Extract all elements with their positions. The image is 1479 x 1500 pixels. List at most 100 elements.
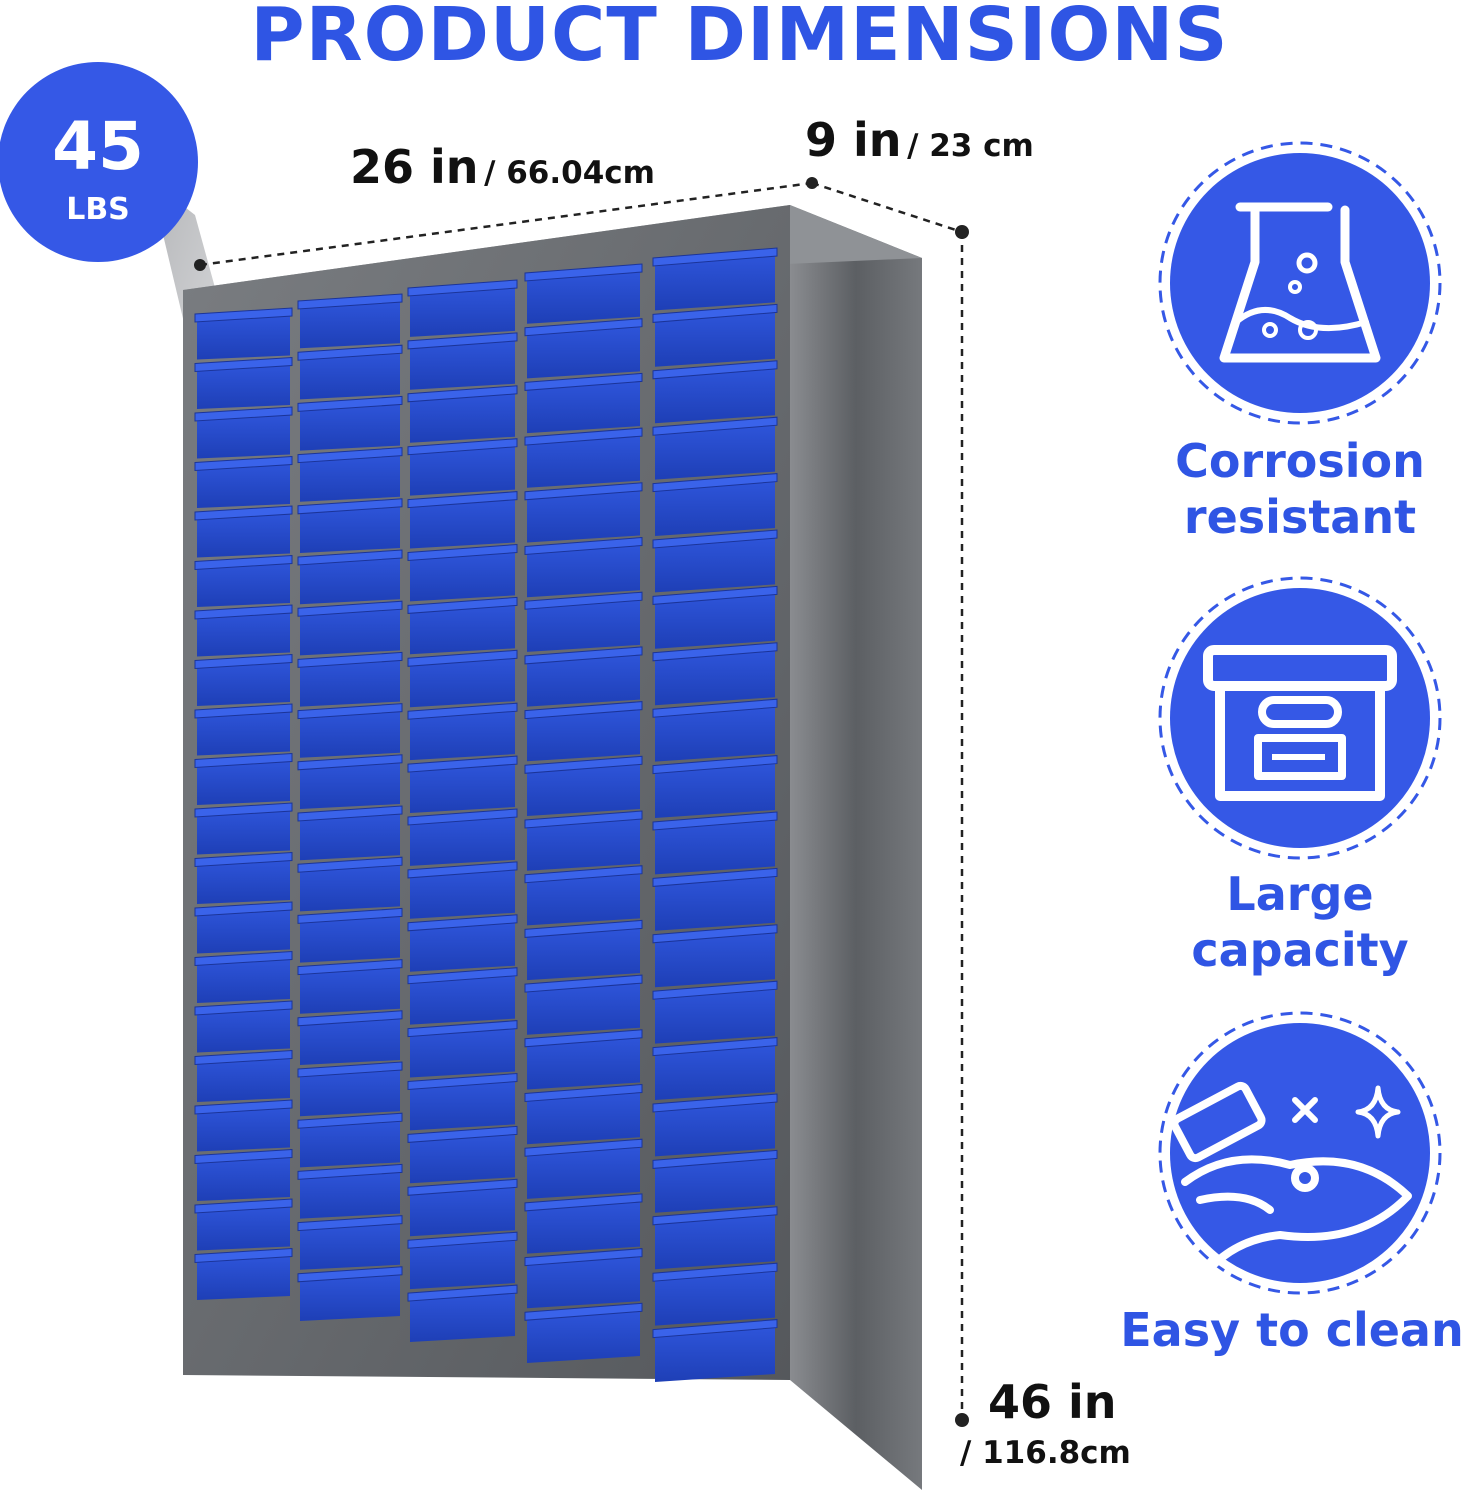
drawer-handle: [194, 1099, 293, 1115]
drawer: [527, 322, 640, 379]
drawer: [410, 1024, 515, 1078]
drawer-handle: [297, 651, 403, 668]
drawer: [300, 1168, 400, 1219]
drawer-handle: [297, 703, 403, 720]
drawer-handle: [297, 1163, 403, 1180]
drawer: [300, 554, 400, 605]
drawer: [655, 1098, 775, 1157]
drawer-handle: [194, 802, 293, 818]
drawer: [300, 298, 400, 349]
drawer: [655, 1267, 775, 1326]
drawer: [197, 757, 290, 805]
drawer-handle: [652, 473, 778, 493]
drawer: [197, 1054, 290, 1102]
drawer: [655, 590, 775, 649]
drawer: [527, 596, 640, 652]
drawer: [300, 1270, 400, 1321]
drawer-handle: [407, 279, 518, 297]
width-dimension-label: 26 in / 66.04cm: [350, 140, 655, 194]
drawer-handle: [652, 1093, 778, 1113]
drawer: [527, 432, 640, 488]
drawer-handle: [524, 919, 643, 938]
drawer-handle: [194, 1198, 293, 1214]
drawer-handle: [407, 491, 518, 509]
drawer: [197, 510, 290, 558]
drawer-handle: [297, 907, 403, 924]
drawer-handle: [652, 303, 778, 323]
drawer-handle: [652, 1037, 778, 1057]
drawer-handle: [652, 247, 778, 267]
drawer: [300, 1219, 400, 1270]
drawer-handle: [297, 1010, 403, 1027]
drawer: [527, 541, 640, 598]
drawer-handle: [194, 505, 293, 521]
drawer: [527, 486, 640, 543]
drawer-handle: [524, 1193, 643, 1212]
drawer: [197, 906, 290, 954]
drawer-handle: [194, 604, 293, 620]
drawer: [300, 1066, 400, 1117]
drawer: [527, 268, 640, 324]
drawer: [410, 1236, 515, 1290]
drawer-handle: [407, 808, 518, 826]
drawer: [655, 816, 775, 875]
drawer: [300, 810, 400, 861]
drawer: [197, 807, 290, 855]
drawer-handle: [524, 318, 643, 337]
drawer-handle: [297, 1215, 403, 1232]
drawer-handle: [194, 1049, 293, 1066]
drawer: [300, 400, 400, 451]
drawer: [410, 442, 515, 496]
drawer-handle: [297, 1061, 403, 1078]
cabinet-side: [790, 205, 922, 1490]
dimension-lines: [199, 181, 964, 1420]
drawer-handle: [407, 914, 518, 932]
weight-unit: LBS: [66, 192, 130, 227]
drawer-handle: [652, 1149, 778, 1169]
drawer: [410, 336, 515, 390]
drawer: [197, 708, 290, 756]
drawer-handle: [407, 1072, 518, 1091]
drawer: [655, 703, 775, 762]
drawer-handle: [407, 385, 518, 403]
drawer: [655, 308, 775, 367]
drawer: [300, 605, 400, 656]
drawer: [410, 707, 515, 761]
drawer-grid: [194, 247, 778, 1382]
drawer-handle: [524, 755, 643, 774]
depth-imperial: 9 in: [805, 113, 902, 167]
drawer-handle: [194, 703, 293, 719]
drawer: [655, 1323, 775, 1382]
drawer: [410, 760, 515, 813]
drawer-handle: [194, 1000, 293, 1016]
drawer: [527, 705, 640, 762]
drawer-handle: [652, 1206, 778, 1226]
drawer-handle: [407, 1020, 518, 1038]
drawer-handle: [194, 901, 293, 917]
drawer: [197, 1203, 290, 1251]
drawer-handle: [297, 856, 403, 873]
drawer-handle: [297, 959, 403, 976]
drawer: [410, 601, 515, 655]
drawer: [197, 559, 290, 607]
drawer-handle: [297, 447, 403, 464]
drawer: [300, 656, 400, 707]
drawer: [300, 912, 400, 963]
drawer-handle: [652, 1319, 778, 1339]
drawer-handle: [524, 974, 643, 993]
drawer-handle: [194, 851, 293, 868]
drawer-handle: [652, 642, 778, 662]
drawer-handle: [407, 967, 518, 985]
drawer-handle: [524, 536, 643, 556]
drawer-handle: [652, 416, 778, 436]
drawer-handle: [652, 924, 778, 944]
drawer-handle: [194, 653, 293, 670]
drawer: [197, 609, 290, 657]
drawer-handle: [194, 307, 293, 323]
drawer: [655, 759, 775, 818]
drawer: [527, 1033, 640, 1090]
drawer-handle: [652, 1262, 778, 1282]
feature-capacity-label: Large capacity: [1191, 867, 1409, 977]
drawer: [300, 349, 400, 400]
